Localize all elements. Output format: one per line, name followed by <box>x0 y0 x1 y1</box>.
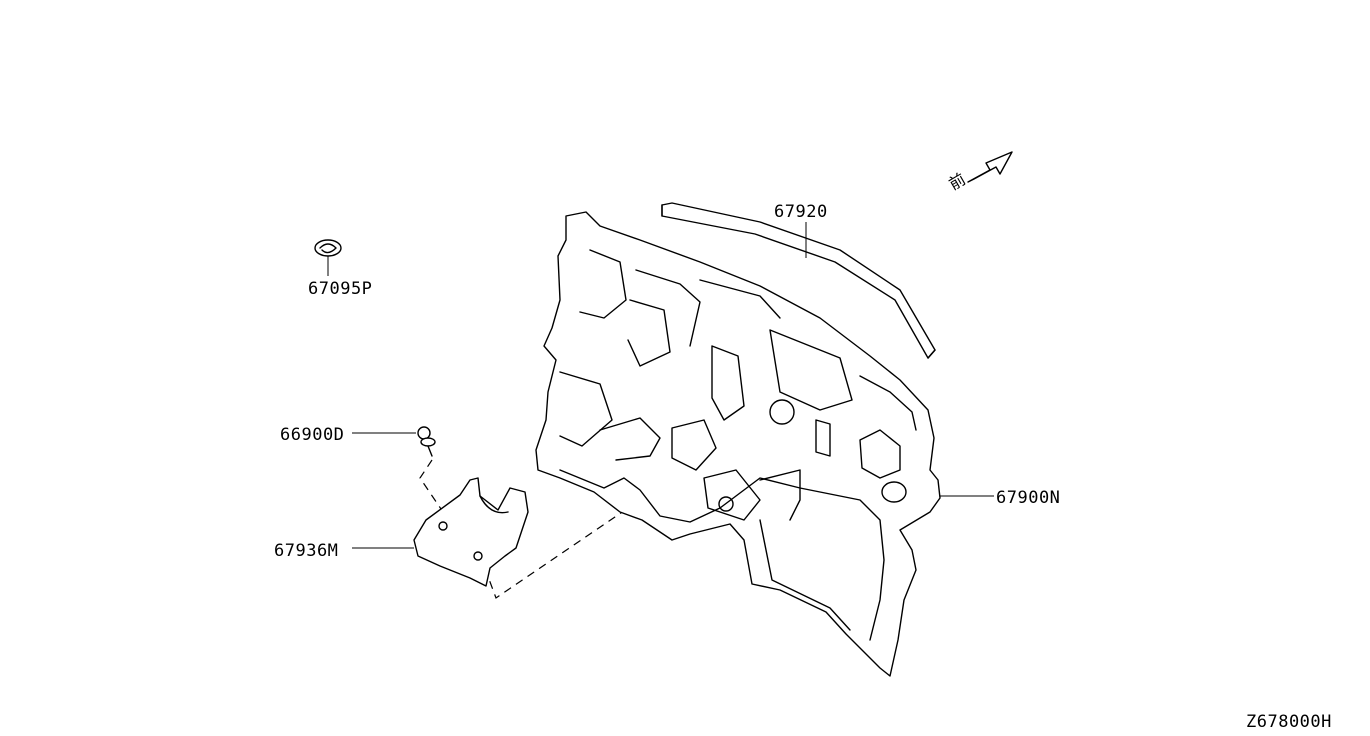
drawing-code: Z678000H <box>1246 712 1332 732</box>
callout-67936m: 67936M <box>274 541 338 561</box>
callout-67095p: 67095P <box>308 279 372 299</box>
part-67900n-insulator <box>535 211 994 677</box>
front-direction-indicator: 前 <box>945 151 1013 194</box>
front-arrow-icon <box>967 151 1013 183</box>
part-67095p-clip <box>314 239 342 276</box>
part-67936m-cover <box>352 459 641 599</box>
callout-67900n: 67900N <box>996 488 1060 508</box>
callout-66900d: 66900D <box>280 425 344 445</box>
part-67920-strip <box>661 202 936 359</box>
callout-67920: 67920 <box>774 202 828 222</box>
front-direction-glyph: 前 <box>945 169 968 193</box>
part-66900d-screw <box>352 426 436 457</box>
